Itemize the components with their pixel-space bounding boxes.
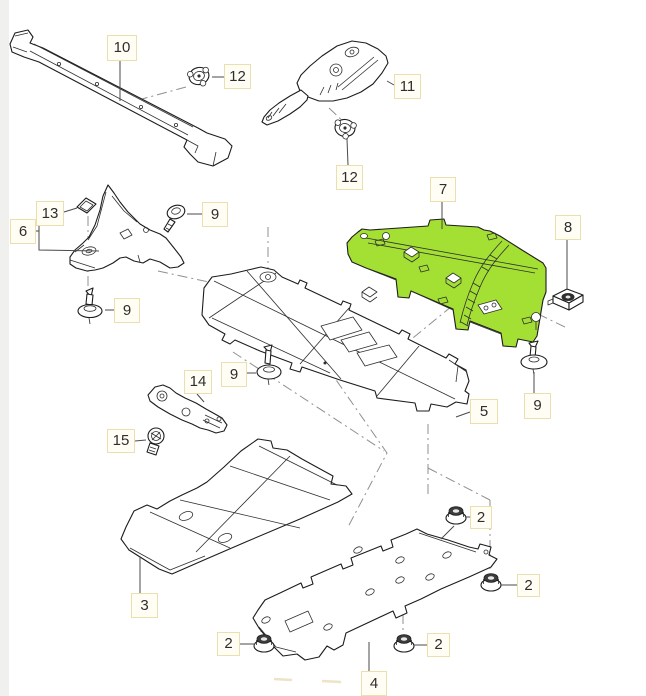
callout-label-9-9[interactable]: 9: [114, 298, 140, 323]
part-5-center-undershield[interactable]: [201, 266, 470, 412]
part-2-nut-top[interactable]: [445, 506, 467, 525]
callout-label-6-5[interactable]: 6: [10, 219, 36, 244]
callout-label-11-2[interactable]: 11: [394, 74, 421, 99]
part-2-nut-right[interactable]: [480, 573, 502, 592]
callout-label-12-3[interactable]: 12: [336, 165, 363, 190]
part-2-nut-bottom-mid[interactable]: [393, 634, 415, 653]
callout-label-14-13[interactable]: 14: [184, 370, 212, 394]
callout-label-2-19[interactable]: 2: [217, 632, 240, 656]
part-14-bracket[interactable]: [147, 384, 228, 434]
page-margin-strip: [0, 0, 9, 696]
part-9-screw-d[interactable]: [520, 340, 548, 376]
part-9-screw-c[interactable]: [256, 344, 282, 386]
part-13-clip[interactable]: [76, 197, 97, 214]
callout-label-8-8[interactable]: 8: [555, 215, 581, 240]
part-10-crossmember-bar[interactable]: [9, 29, 233, 167]
part-12-clip-b[interactable]: [332, 118, 357, 141]
part-9-screw-b[interactable]: [77, 287, 103, 325]
callout-label-2-18[interactable]: 2: [427, 633, 450, 657]
callout-label-5-12[interactable]: 5: [470, 399, 498, 424]
callout-label-10-0[interactable]: 10: [107, 35, 137, 61]
part-9-screw-a[interactable]: [163, 203, 187, 233]
part-8-u-nut-clip[interactable]: [547, 288, 584, 311]
callout-label-2-16[interactable]: 2: [470, 506, 492, 529]
part-4-undershield[interactable]: [252, 528, 498, 661]
callout-label-9-6[interactable]: 9: [202, 202, 228, 227]
part-3-undershield[interactable]: [120, 438, 353, 575]
callout-label-13-4[interactable]: 13: [36, 201, 64, 226]
callout-label-15-14[interactable]: 15: [107, 429, 135, 453]
part-12-clip-a[interactable]: [186, 65, 212, 89]
callout-label-9-10[interactable]: 9: [221, 362, 247, 387]
callout-label-4-20[interactable]: 4: [361, 671, 387, 696]
callout-label-9-11[interactable]: 9: [524, 393, 551, 419]
callout-leader-lines: [36, 61, 568, 684]
part-15-bolt[interactable]: [146, 427, 165, 456]
part-2-nut-bottom-left[interactable]: [253, 634, 275, 653]
part-11-shield[interactable]: [261, 40, 389, 126]
part-6-deflector-bracket[interactable]: [69, 184, 185, 272]
callout-label-2-17[interactable]: 2: [517, 574, 540, 597]
callout-label-7-7[interactable]: 7: [430, 177, 456, 202]
callout-label-12-1[interactable]: 12: [224, 64, 251, 89]
part-7-undershield-highlighted[interactable]: [346, 218, 547, 348]
callout-label-3-15[interactable]: 3: [131, 593, 158, 618]
